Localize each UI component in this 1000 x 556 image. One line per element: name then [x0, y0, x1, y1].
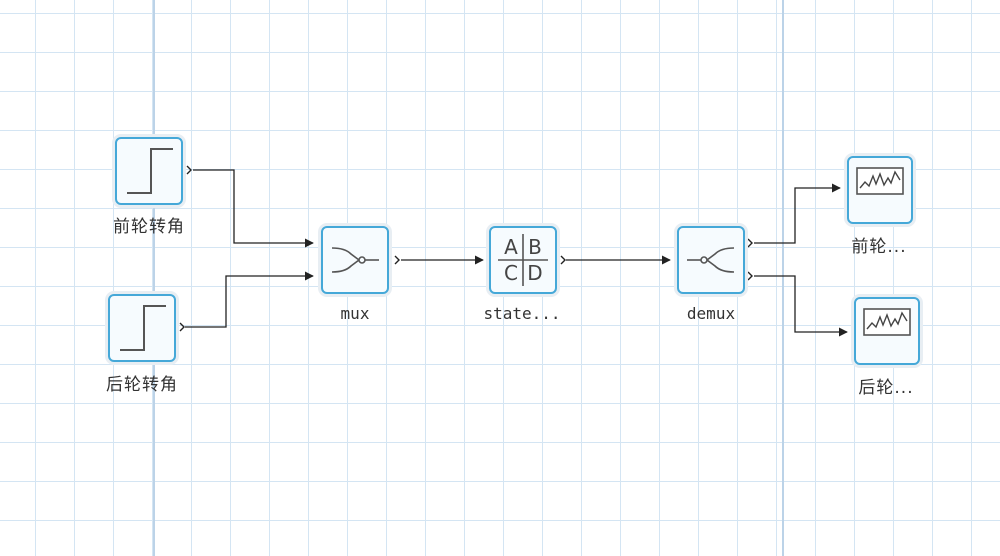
mux-icon [331, 247, 379, 273]
matrix-d-glyph: D [527, 261, 542, 285]
matrix-a-glyph: A [504, 235, 518, 259]
wire-step-front-to-mux[interactable] [193, 169, 314, 248]
step-block-rear[interactable] [108, 294, 176, 362]
wire-demux-to-scope-front[interactable] [754, 183, 841, 244]
scope-front-label: 前轮... [851, 237, 907, 257]
scope-icon [856, 167, 904, 195]
scope-block-rear[interactable] [854, 297, 920, 365]
page-boundary-right [782, 0, 784, 556]
step-front-label: 前轮转角 [113, 217, 185, 237]
matrix-b-glyph: B [528, 235, 542, 259]
state-space-label: state... [483, 304, 561, 323]
demux-icon [687, 247, 735, 273]
page-boundary-left [153, 0, 155, 556]
scope-block-front[interactable] [847, 156, 913, 224]
step-block-front[interactable] [115, 137, 183, 205]
wire-demux-to-scope-rear[interactable] [754, 275, 848, 337]
demux-block[interactable] [677, 226, 745, 294]
mux-label: mux [340, 304, 370, 323]
step-icon [120, 305, 166, 351]
matrix-c-glyph: C [504, 261, 518, 285]
state-space-block[interactable]: A B C D [489, 226, 557, 294]
scope-icon [863, 308, 911, 336]
step-icon [127, 148, 173, 194]
wire-step-rear-to-mux[interactable] [185, 271, 314, 328]
demux-label: demux [686, 304, 736, 323]
scope-rear-label: 后轮... [858, 378, 914, 398]
state-space-matrix-icon: A B C D [498, 234, 548, 286]
mux-block[interactable] [321, 226, 389, 294]
step-rear-label: 后轮转角 [106, 375, 178, 395]
output-ports [179, 165, 753, 332]
